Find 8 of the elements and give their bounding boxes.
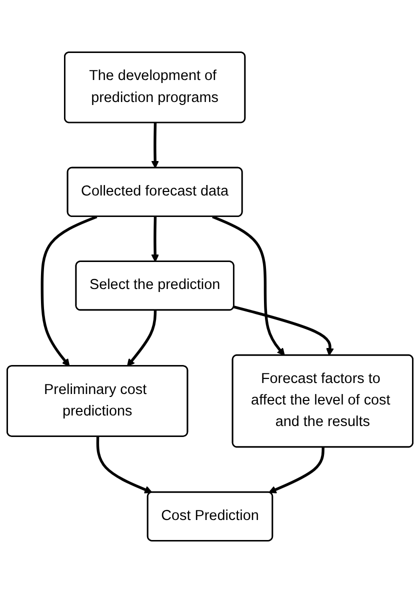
arrow — [151, 216, 160, 262]
arrow — [126, 310, 157, 367]
arrow — [234, 306, 334, 356]
arrow — [212, 216, 285, 356]
arrow — [96, 436, 152, 494]
arrow — [40, 215, 98, 367]
arrow — [151, 122, 160, 168]
arrow — [268, 447, 324, 494]
